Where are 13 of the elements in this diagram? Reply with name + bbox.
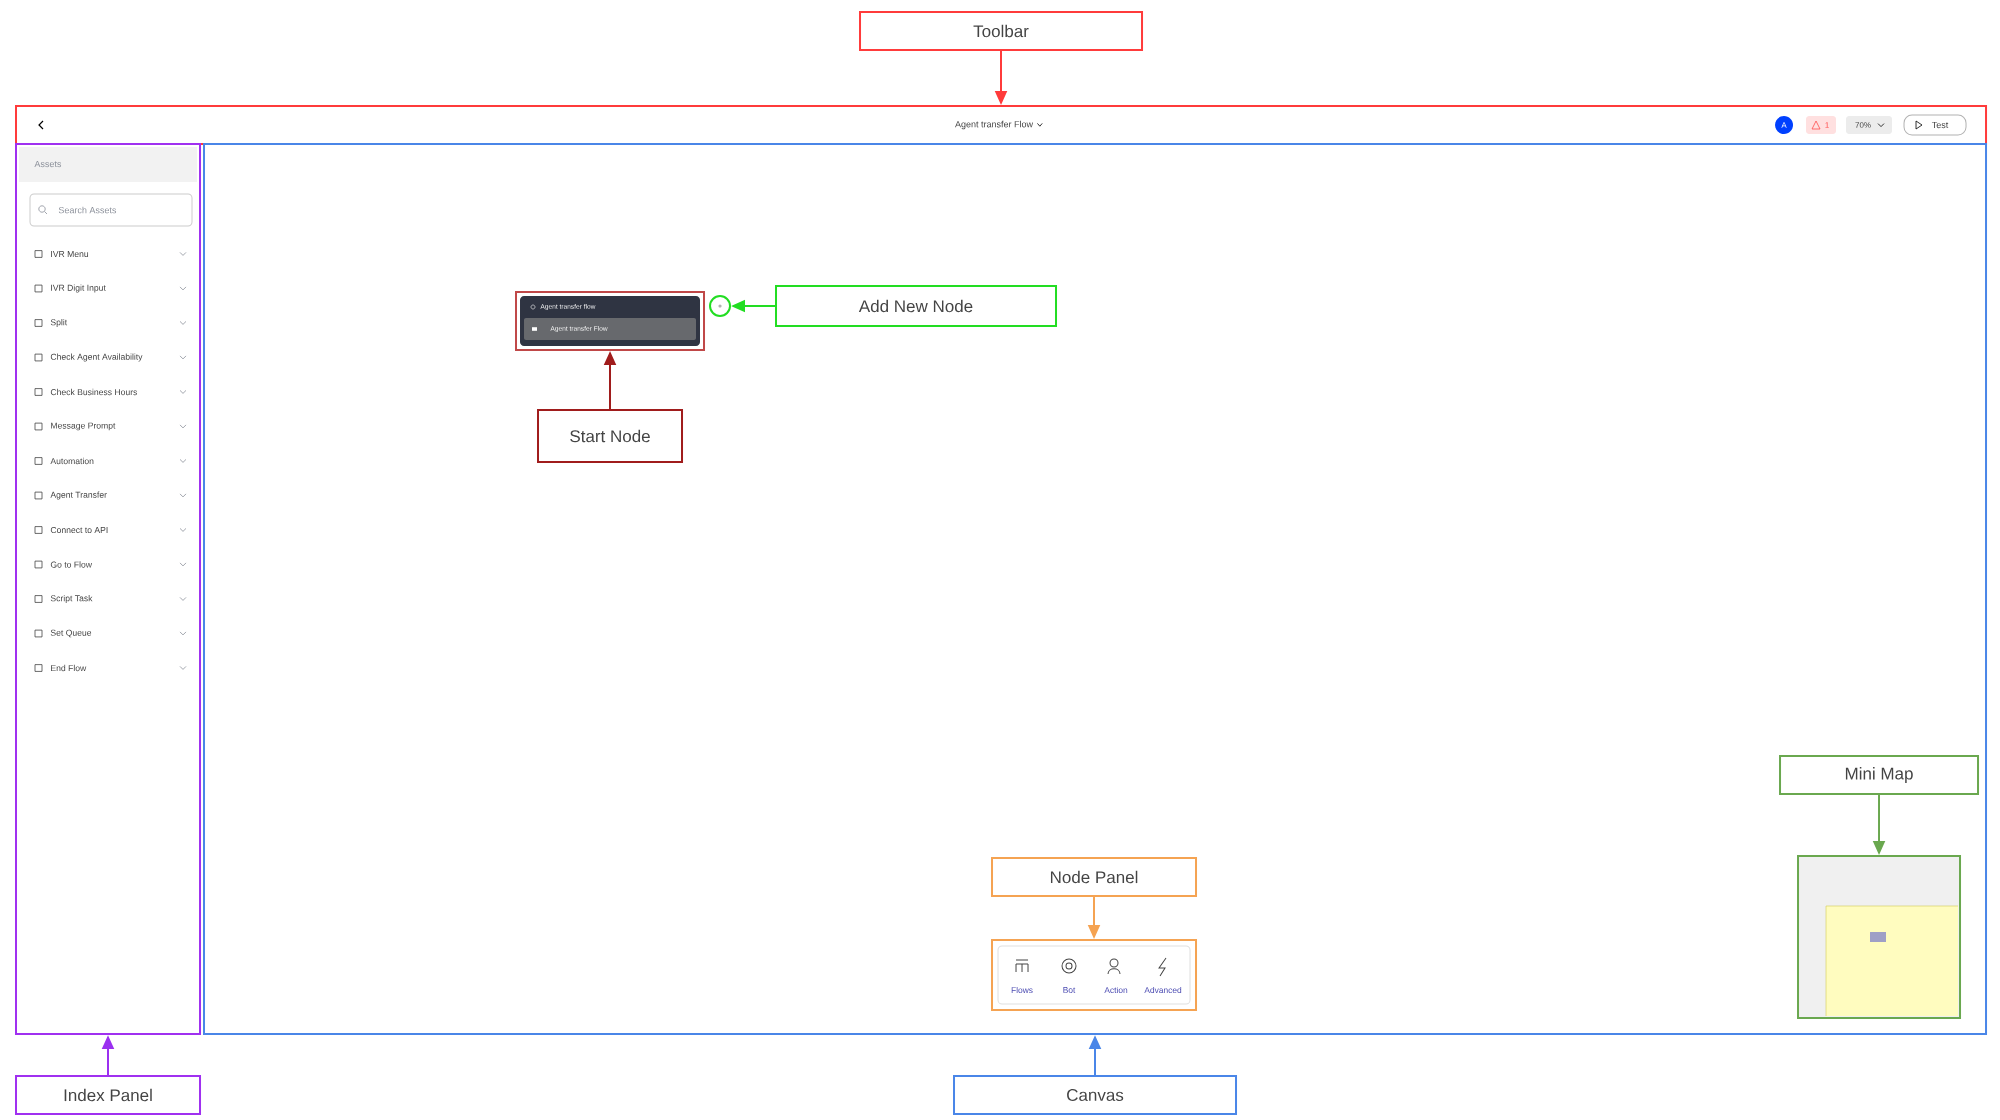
callout-box: Canvas xyxy=(953,1075,1237,1115)
callout-box: Add New Node xyxy=(775,285,1057,327)
add-node-handle xyxy=(709,295,731,317)
index-panel xyxy=(15,143,201,1035)
callout-box: Start Node xyxy=(537,409,683,463)
callout-box: Toolbar xyxy=(859,11,1143,51)
mini-map xyxy=(1797,855,1962,1019)
canvas xyxy=(203,143,1988,1035)
callout-box: Mini Map xyxy=(1779,755,1979,795)
toolbar xyxy=(15,105,1988,145)
node-panel xyxy=(991,939,1197,1011)
callout-box: Node Panel xyxy=(991,857,1197,897)
callout-box: Index Panel xyxy=(15,1075,201,1115)
